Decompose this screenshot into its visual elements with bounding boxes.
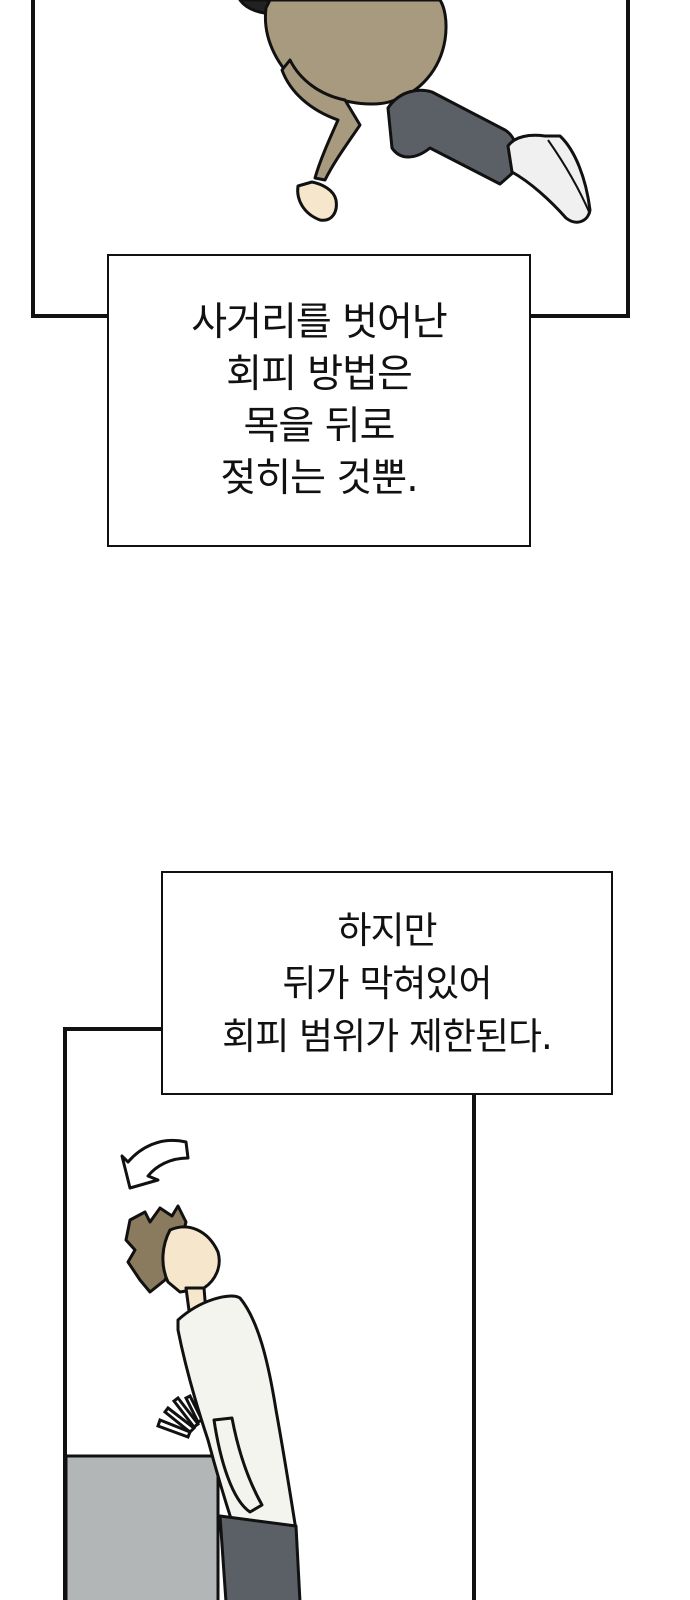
caption-box-1: 사거리를 벗어난 회피 방법은 목을 뒤로 젖히는 것뿐. — [107, 254, 531, 547]
caption-box-2: 하지만 뒤가 막혀있어 회피 범위가 제한된다. — [161, 871, 613, 1095]
caption-2-line-3: 회피 범위가 제한된다. — [222, 1014, 553, 1058]
caption-1-line-4: 젖히는 것뿐. — [220, 455, 418, 501]
caption-2-line-1: 하지만 — [337, 908, 437, 952]
caption-1-line-1: 사거리를 벗어난 — [191, 299, 448, 345]
caption-2-line-2: 뒤가 막혀있어 — [282, 961, 492, 1005]
curved-arrow-icon — [120, 1138, 190, 1190]
falling-figure — [238, 0, 592, 224]
caption-1-line-3: 목을 뒤로 — [243, 403, 396, 449]
wall-block — [64, 1454, 220, 1600]
panel-2 — [63, 1027, 476, 1600]
caption-1-line-2: 회피 방법은 — [226, 351, 413, 397]
panel-1 — [31, 0, 630, 318]
standing-figure — [124, 1204, 302, 1600]
